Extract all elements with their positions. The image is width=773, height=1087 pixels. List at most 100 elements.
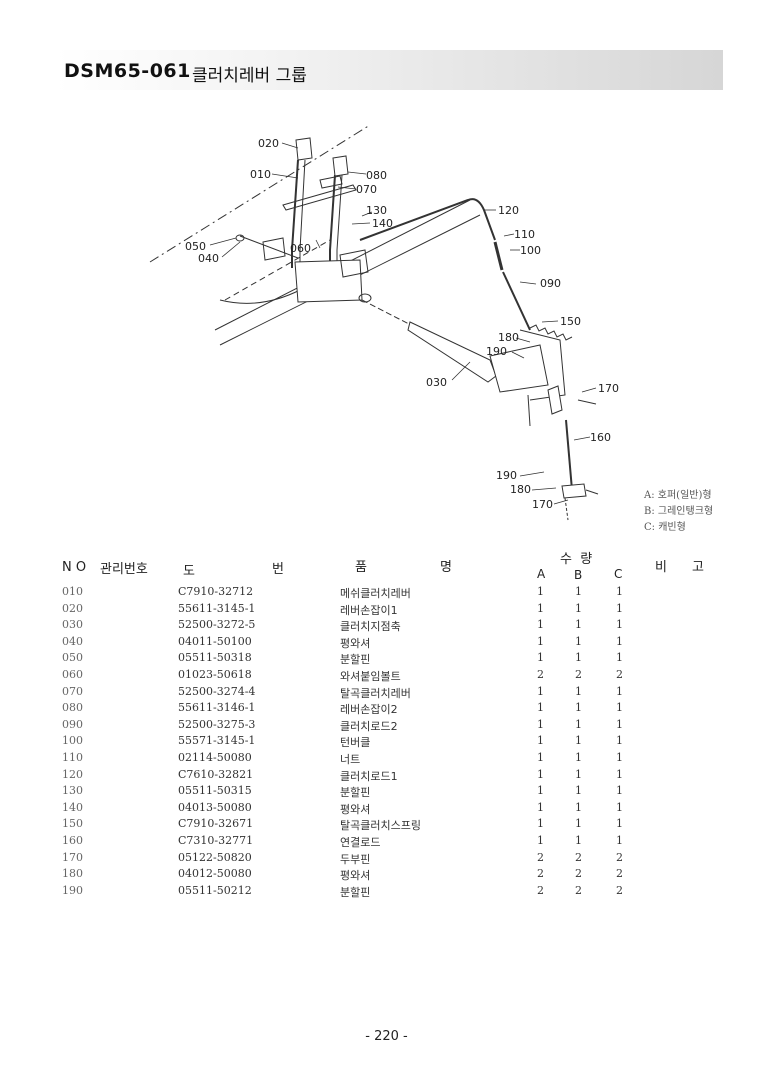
row-part-number: 05122-50820	[178, 850, 252, 864]
header-name-1: 품	[355, 560, 367, 575]
row-qty-b: 1	[575, 834, 582, 847]
row-qty-b: 1	[575, 601, 582, 615]
row-qty-b: 2	[575, 867, 582, 881]
frame-centerline-1	[149, 124, 371, 263]
header-remark-2: 고	[692, 560, 704, 575]
row-qty-b: 1	[575, 634, 582, 648]
row-part-number: 05511-50318	[178, 651, 252, 665]
header-remark-1: 비	[655, 560, 667, 575]
row-no: 130	[62, 784, 83, 798]
header-no: N O	[62, 560, 87, 575]
pivot-shaft	[239, 235, 299, 259]
row-qty-b: 1	[575, 717, 582, 731]
row-qty-a: 1	[537, 800, 544, 814]
callout-120: 120	[498, 204, 519, 217]
legend-item-b: B: 그레인탱크형	[644, 506, 714, 517]
row-qty-b: 1	[575, 651, 582, 665]
callout-130: 130	[366, 204, 387, 217]
row-qty-c: 2	[616, 668, 623, 681]
row-part-number: C7910-32671	[178, 817, 254, 831]
row-qty-b: 2	[575, 668, 582, 681]
callout-190-lower: 190	[496, 469, 517, 482]
row-no: 010	[62, 585, 83, 598]
row-qty-a: 2	[537, 850, 544, 864]
row-part-name: 레버손잡이1	[340, 603, 398, 617]
row-part-number: 04011-50100	[178, 634, 252, 648]
row-part-name: 평와셔	[340, 636, 371, 650]
header-band	[56, 50, 723, 90]
row-qty-c: 1	[616, 651, 623, 665]
rod-clevis	[561, 483, 587, 499]
header-mgmt-no: 관리번호	[100, 562, 148, 577]
row-no: 030	[62, 618, 83, 632]
row-qty-a: 1	[537, 651, 544, 665]
row-no: 090	[62, 717, 83, 731]
row-part-name: 클러치지점축	[340, 620, 401, 634]
row-part-number: 04013-50080	[178, 800, 252, 814]
callout-100: 100	[520, 244, 541, 257]
row-qty-a: 2	[537, 668, 544, 681]
row-part-name: 탈곡클러치레버	[340, 686, 411, 700]
washer-040	[235, 234, 245, 242]
row-qty-a: 1	[537, 634, 544, 648]
row-qty-c: 1	[616, 717, 623, 731]
row-qty-a: 1	[537, 834, 544, 847]
page-number: - 220 -	[365, 1029, 408, 1044]
arm-plate	[519, 329, 566, 401]
header-qty-c: C	[614, 567, 623, 581]
callout-070: 070	[356, 183, 377, 196]
row-qty-b: 1	[575, 751, 582, 764]
row-qty-c: 1	[616, 618, 623, 632]
pin-170-lower	[585, 489, 599, 495]
row-qty-b: 1	[575, 701, 582, 715]
clutch-lever-010	[291, 159, 299, 268]
shaft-arm	[489, 344, 549, 393]
clutch-pivot-shaft-030	[407, 321, 497, 383]
row-qty-c: 1	[616, 784, 623, 798]
row-part-number: 52500-3274-4	[178, 684, 256, 698]
lever-knob-080	[332, 155, 349, 177]
row-qty-a: 1	[537, 734, 544, 748]
callout-150: 150	[560, 315, 581, 328]
callout-140: 140	[372, 217, 393, 230]
header-name-2: 명	[440, 560, 452, 575]
row-part-number: C7310-32771	[178, 834, 254, 847]
row-part-name: 턴버클	[340, 736, 371, 750]
row-no: 190	[62, 883, 83, 897]
row-no: 040	[62, 634, 83, 648]
variant-legend: A: 호퍼(일반)형 B: 그레인탱크형 C: 캐빈형	[644, 488, 713, 536]
lever-knob-020	[295, 137, 313, 161]
row-qty-c: 1	[616, 634, 623, 648]
row-part-name: 분할핀	[340, 786, 371, 800]
row-qty-a: 1	[537, 784, 544, 798]
row-part-number: 55611-3145-1	[178, 601, 256, 615]
row-part-name: 와셔붙임볼트	[340, 670, 401, 683]
row-part-name: 레버손잡이2	[340, 703, 398, 717]
clutch-rod-090	[502, 271, 531, 331]
row-part-number: 05511-50315	[178, 784, 252, 798]
row-qty-b: 1	[575, 618, 582, 632]
row-qty-c: 1	[616, 585, 623, 598]
group-title: 클러치레버 그룹	[192, 66, 307, 86]
row-no: 160	[62, 834, 83, 847]
row-qty-a: 1	[537, 717, 544, 731]
row-qty-c: 1	[616, 601, 623, 615]
frame-dash	[224, 239, 331, 301]
row-no: 110	[62, 751, 83, 764]
connecting-rod-160	[565, 419, 573, 491]
row-part-number: 01023-50618	[178, 668, 252, 681]
